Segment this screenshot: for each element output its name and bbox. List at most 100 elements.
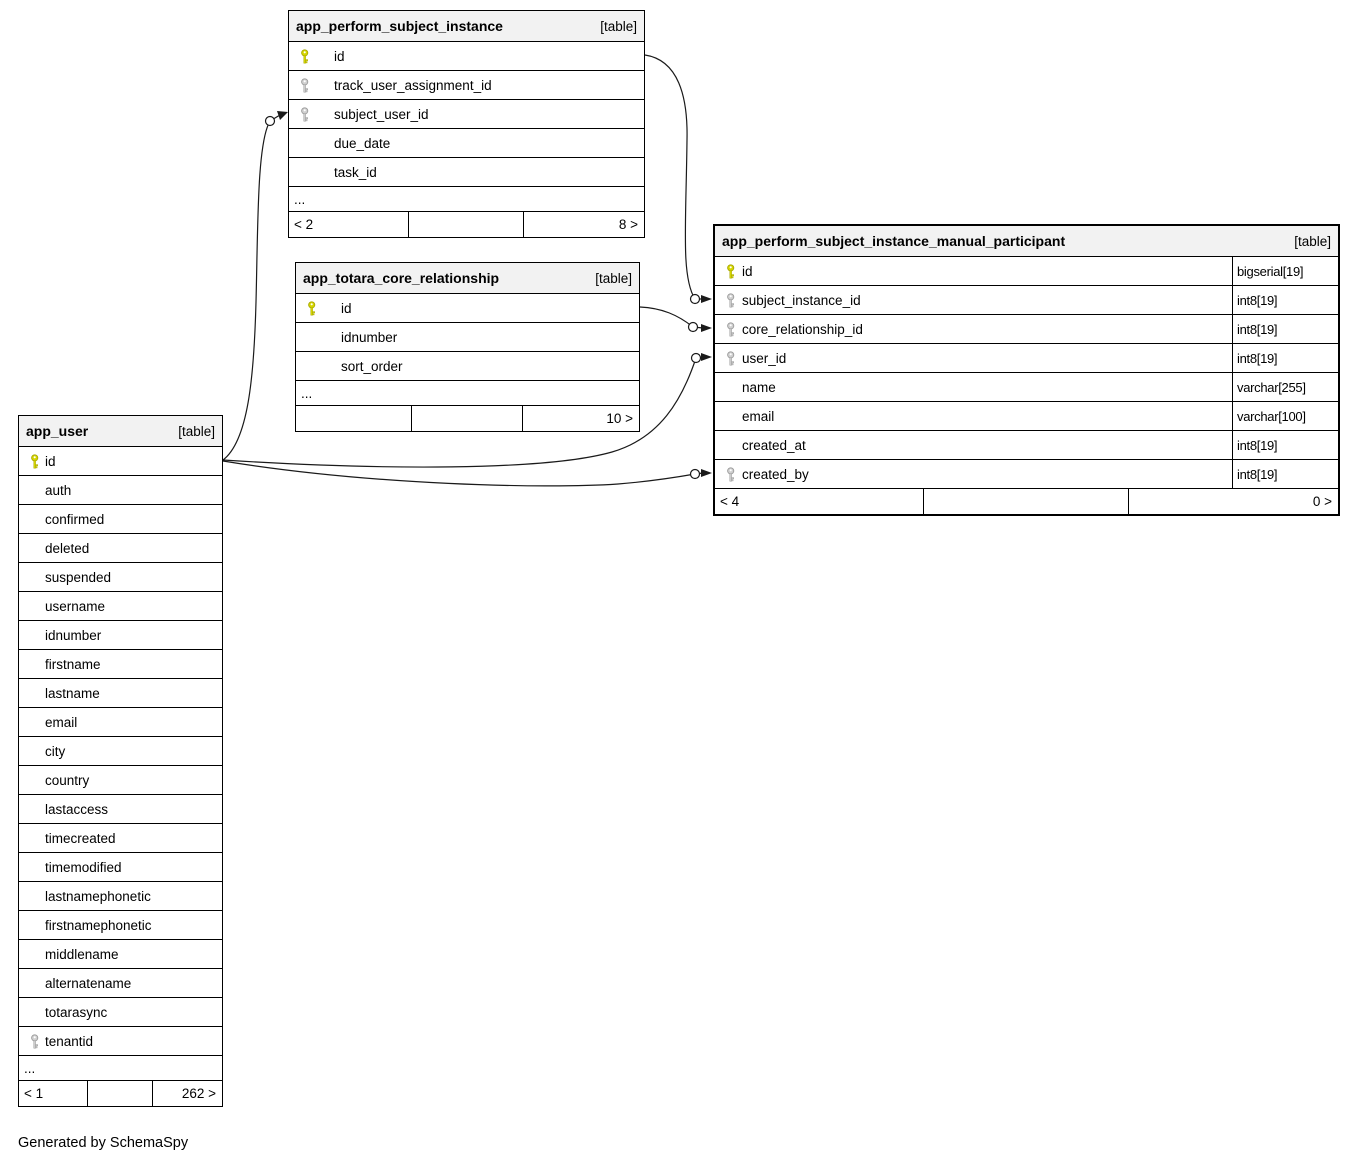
footer-middle-cell [408, 212, 523, 237]
zero-circle-marker [690, 352, 702, 364]
foreign-key-icon [725, 321, 737, 337]
column-name: email [45, 714, 78, 730]
column-name-cell: created_at [715, 431, 1232, 459]
column-name-cell: sort_order [296, 352, 639, 380]
column-name: firstname [45, 656, 101, 672]
column-name-cell: username [19, 592, 222, 620]
more-columns-ellipsis: ... [296, 380, 639, 405]
table-type-badge: [table] [1294, 233, 1331, 249]
column-row: id [296, 293, 639, 322]
column-name-cell: totarasync [19, 998, 222, 1026]
table-footer: 10 > [296, 405, 639, 431]
column-name-cell: email [19, 708, 222, 736]
column-name-cell: id [289, 42, 644, 70]
table-title[interactable]: app_user [26, 423, 89, 439]
table-header: app_user[table] [19, 416, 222, 446]
footer-parents-count: < 2 [294, 217, 314, 232]
zero-circle-marker [264, 115, 276, 127]
column-name: middlename [45, 946, 119, 962]
column-name-cell: lastname [19, 679, 222, 707]
column-type: int8[19] [1232, 431, 1338, 459]
column-row: firstnamephonetic [19, 910, 222, 939]
column-name: alternatename [45, 975, 132, 991]
column-name: timecreated [45, 830, 116, 846]
column-row: lastaccess [19, 794, 222, 823]
table-title[interactable]: app_totara_core_relationship [303, 270, 500, 286]
column-name: created_at [742, 437, 806, 453]
relationship-line [644, 54, 696, 300]
relationship-line [639, 306, 694, 328]
column-name-cell: deleted [19, 534, 222, 562]
column-name: subject_user_id [334, 106, 429, 122]
column-name: email [742, 408, 775, 424]
column-type: int8[19] [1232, 286, 1338, 314]
column-row: track_user_assignment_id [289, 70, 644, 99]
key-icon-spacer [29, 715, 41, 730]
table-type-badge: [table] [595, 270, 632, 286]
table-header: app_perform_subject_instance [table] [289, 11, 644, 41]
key-icon-spacer [306, 330, 318, 345]
footer-middle-cell [411, 406, 522, 431]
column-name-cell: name [715, 373, 1232, 401]
table-app_totara_core_relationship: app_totara_core_relationship [table] id idn… [295, 262, 640, 432]
column-name: id [341, 300, 352, 316]
key-icon-spacer [299, 165, 311, 180]
column-name-cell: track_user_assignment_id [289, 71, 644, 99]
column-type: bigserial[19] [1232, 257, 1338, 285]
key-icon-spacer [29, 802, 41, 817]
column-name: city [45, 743, 66, 759]
column-name-cell: suspended [19, 563, 222, 591]
column-row: created_at int8[19] [715, 430, 1338, 459]
column-name: tenantid [45, 1033, 94, 1049]
column-name: id [334, 48, 345, 64]
key-icon-spacer [725, 409, 737, 424]
column-name-cell: lastnamephonetic [19, 882, 222, 910]
relationship-line [694, 472, 704, 475]
column-name-cell: idnumber [296, 323, 639, 351]
column-name-cell: tenantid [19, 1027, 222, 1055]
column-name-cell: id [715, 257, 1232, 285]
column-name: created_by [742, 466, 809, 482]
key-icon-spacer [29, 947, 41, 962]
footer-children-count: 8 > [523, 212, 644, 237]
key-icon-spacer [29, 773, 41, 788]
column-row: confirmed [19, 504, 222, 533]
key-icon-spacer [29, 657, 41, 672]
table-app_perform_subject_instance_manual_participant: app_perform_subject_instance_manual_part… [713, 224, 1340, 516]
table-header: app_totara_core_relationship [table] [296, 263, 639, 293]
column-name: auth [45, 482, 72, 498]
key-icon-spacer [29, 686, 41, 701]
foreign-key-icon [299, 77, 311, 93]
zero-circle-marker [687, 321, 699, 333]
footer-children-count: 10 > [522, 406, 639, 431]
column-row: alternatename [19, 968, 222, 997]
footer-middle-cell [923, 489, 1127, 514]
footer-middle-cell [87, 1081, 151, 1106]
key-icon-spacer [29, 860, 41, 875]
more-columns-ellipsis: ... [289, 186, 644, 211]
column-name-cell: id [296, 294, 639, 322]
column-name: user_id [742, 350, 787, 366]
arrowhead-marker [701, 469, 712, 477]
column-name: id [45, 453, 56, 469]
table-title[interactable]: app_perform_subject_instance [296, 18, 503, 34]
column-name: firstnamephonetic [45, 917, 152, 933]
zero-circle-marker [689, 293, 701, 305]
column-row: subject_instance_id int8[19] [715, 285, 1338, 314]
column-name: core_relationship_id [742, 321, 863, 337]
footer-parents-count: < 4 [720, 494, 740, 509]
column-row: subject_user_id [289, 99, 644, 128]
column-row: task_id [289, 157, 644, 186]
column-name-cell: timemodified [19, 853, 222, 881]
table-type-badge: [table] [600, 18, 637, 34]
column-row: lastnamephonetic [19, 881, 222, 910]
generator-note: Generated by SchemaSpy [18, 1135, 189, 1151]
column-name: subject_instance_id [742, 292, 861, 308]
primary-key-icon [299, 48, 311, 64]
table-title[interactable]: app_perform_subject_instance_manual_part… [722, 233, 1066, 249]
